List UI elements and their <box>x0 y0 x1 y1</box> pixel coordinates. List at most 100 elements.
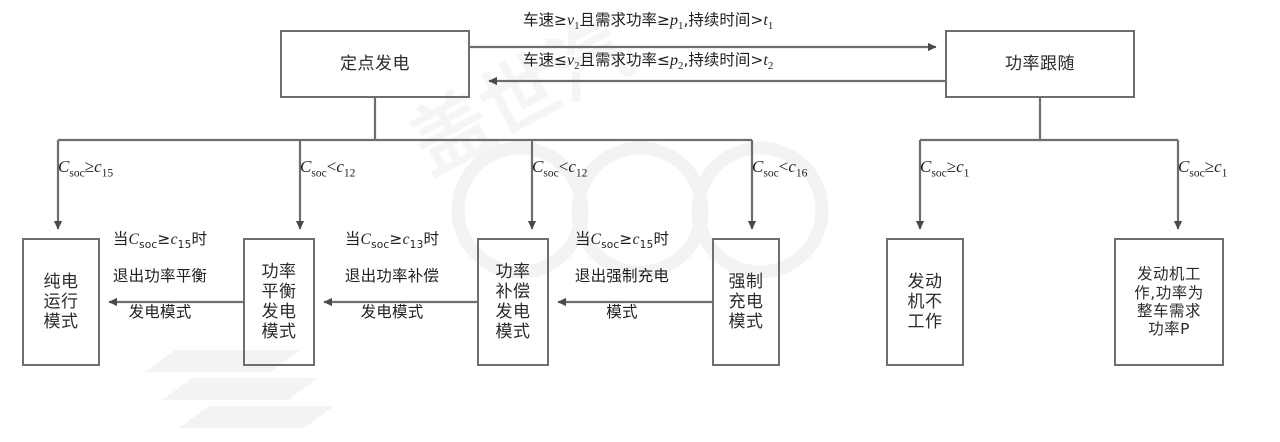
note-const-sub: 13 <box>409 238 424 251</box>
note-line-3: 模式 <box>606 302 638 321</box>
node-label-power-compensation-mode: 功率 补偿 发电 模式 <box>495 261 531 343</box>
csoc-sub: soc <box>931 166 947 180</box>
node-forced-charge-mode[interactable]: 强制 充电 模式 <box>712 238 780 366</box>
csoc-sub: soc <box>371 238 390 251</box>
note-const-sub: 15 <box>639 238 654 251</box>
note-line-2: 退出强制充电 <box>574 267 670 286</box>
node-label-pure-electric-mode: 纯电 运行 模式 <box>43 271 79 333</box>
node-engine-on-demand-power[interactable]: 发动机工 作,功率为 整车需求 功率P <box>1114 238 1224 366</box>
edge-sub-t2: 2 <box>767 60 774 73</box>
cond-const-sub: 16 <box>795 166 808 180</box>
node-label-forced-charge-mode: 强制 充电 模式 <box>728 271 764 333</box>
node-label-engine-on-demand-power: 发动机工 作,功率为 整车需求 功率P <box>1134 265 1204 339</box>
node-fixed-point-generation[interactable]: 定点发电 <box>280 30 470 98</box>
cond-op: < <box>778 157 789 176</box>
cond-const-sub: 12 <box>575 166 588 180</box>
note-line-2: 退出功率平衡 <box>112 267 208 286</box>
csoc-base: C <box>590 230 602 248</box>
csoc-sub: soc <box>601 238 620 251</box>
note-line-3: 发电模式 <box>360 302 424 321</box>
csoc-base: C <box>58 157 70 176</box>
cond-op: < <box>326 157 337 176</box>
csoc-sub: soc <box>763 166 779 180</box>
csoc-base: C <box>360 230 372 248</box>
cond-const: c <box>94 157 102 176</box>
edge-var-t2: t <box>763 52 768 69</box>
cond-op: ≥ <box>84 157 95 176</box>
condition-forced-charge: Csoc<c16 <box>752 157 807 179</box>
csoc-sub: soc <box>139 238 158 251</box>
edge-var-t1: t <box>763 12 768 29</box>
node-label-power-balance-mode: 功率 平衡 发电 模式 <box>261 261 297 343</box>
edge-label-to-power-follow: 车速≥v1且需求功率≥p1,持续时间>t1 <box>523 11 774 33</box>
cond-const-sub: 1 <box>963 166 970 180</box>
cond-const: c <box>956 157 964 176</box>
csoc-base: C <box>300 157 312 176</box>
note-const: c <box>170 230 178 248</box>
condition-power-compensation: Csoc<c12 <box>532 157 587 179</box>
edge-label-prefix-2: 车速≤ <box>523 51 567 69</box>
edge-label-mid-2a: 且需求功率≤ <box>579 51 671 69</box>
note-op: ≥ <box>619 229 633 248</box>
csoc-base: C <box>1178 157 1190 176</box>
edge-var-v1: v <box>567 12 575 29</box>
note-line-1: 当Csoc≥c15时 <box>537 229 707 251</box>
cond-op: ≥ <box>946 157 957 176</box>
csoc-base: C <box>752 157 764 176</box>
edge-label-prefix-1: 车速≥ <box>523 11 567 29</box>
cond-const: c <box>336 157 344 176</box>
node-label-fixed-point-generation: 定点发电 <box>340 53 410 74</box>
note-prefix: 当 <box>112 229 129 248</box>
condition-power-balance: Csoc<c12 <box>300 157 355 179</box>
edge-var-p2: p <box>670 52 679 69</box>
note-prefix: 当 <box>574 229 591 248</box>
cond-op: ≥ <box>1204 157 1215 176</box>
node-power-follow[interactable]: 功率跟随 <box>945 30 1135 98</box>
edge-sub-v1: 1 <box>574 20 580 33</box>
edge-sub-p2: 2 <box>678 60 684 73</box>
csoc-base: C <box>920 157 932 176</box>
note-op: ≥ <box>389 229 403 248</box>
cond-const-sub: 1 <box>1221 166 1228 180</box>
csoc-base: C <box>532 157 544 176</box>
cond-const-sub: 15 <box>101 166 114 180</box>
csoc-sub: soc <box>543 166 559 180</box>
note-exit-power-balance: 当Csoc≥c15时 退出功率平衡 发电模式 <box>75 213 245 339</box>
edge-var-v2: v <box>567 52 575 69</box>
note-const: c <box>632 230 640 248</box>
note-line-3: 发电模式 <box>128 302 192 321</box>
cond-const: c <box>788 157 796 176</box>
csoc-sub: soc <box>1189 166 1205 180</box>
node-label-engine-off: 发动 机不 工作 <box>907 271 943 333</box>
note-op: ≥ <box>157 229 171 248</box>
note-suffix: 时 <box>423 229 440 248</box>
note-line-2: 退出功率补偿 <box>344 267 440 286</box>
edge-label-mid-1a: 且需求功率≥ <box>579 11 671 29</box>
note-line-1: 当Csoc≥c15时 <box>75 229 245 251</box>
cond-op: < <box>558 157 569 176</box>
note-prefix: 当 <box>344 229 361 248</box>
node-power-balance-mode[interactable]: 功率 平衡 发电 模式 <box>243 238 315 366</box>
csoc-sub: soc <box>69 166 85 180</box>
edge-label-mid-2b: ,持续时间> <box>683 51 764 69</box>
cond-const-sub: 12 <box>343 166 356 180</box>
edge-sub-t1: 1 <box>767 20 774 33</box>
condition-engine-off: Csoc≥c1 <box>920 157 969 179</box>
note-line-1: 当Csoc≥c13时 <box>307 229 477 251</box>
csoc-sub: soc <box>311 166 327 180</box>
note-suffix: 时 <box>653 229 670 248</box>
csoc-base: C <box>128 230 140 248</box>
edge-label-to-fixed-point: 车速≤v2且需求功率≤p2,持续时间>t2 <box>523 51 774 73</box>
note-const: c <box>402 230 410 248</box>
note-suffix: 时 <box>191 229 208 248</box>
condition-engine-on: Csoc≥c1 <box>1178 157 1227 179</box>
node-engine-off[interactable]: 发动 机不 工作 <box>886 238 964 366</box>
edge-label-mid-1b: ,持续时间> <box>683 11 764 29</box>
note-exit-power-compensation: 当Csoc≥c13时 退出功率补偿 发电模式 <box>307 213 477 339</box>
edge-var-p1: p <box>670 12 679 29</box>
node-label-power-follow: 功率跟随 <box>1005 53 1075 74</box>
node-pure-electric-mode[interactable]: 纯电 运行 模式 <box>22 238 100 366</box>
condition-pure-electric: Csoc≥c15 <box>58 157 113 179</box>
